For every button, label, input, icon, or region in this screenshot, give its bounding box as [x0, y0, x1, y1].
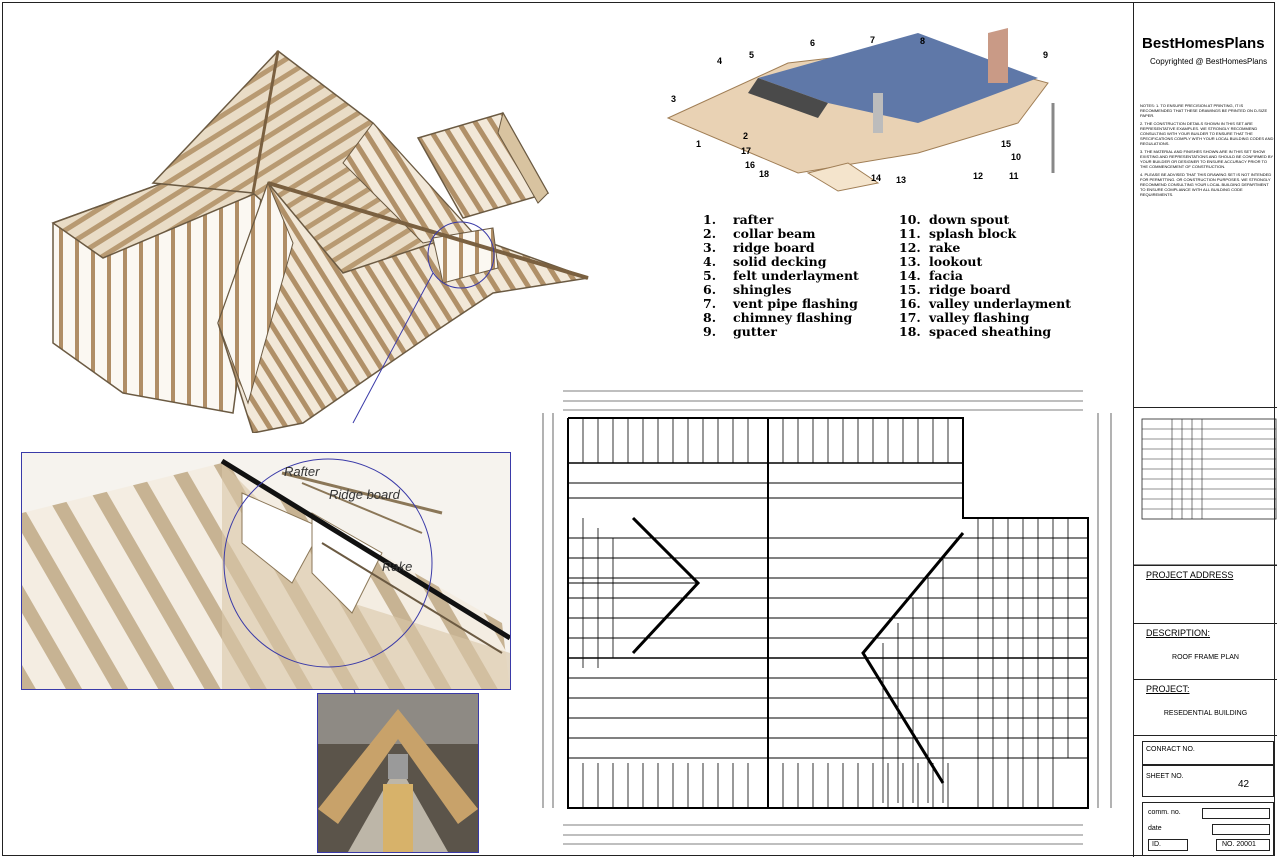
roof-3d-model: [51, 49, 589, 433]
legend-item: 17.valley flashing: [899, 310, 1030, 325]
id-label-box: [1148, 839, 1188, 851]
drawing-area: Rafter Ridge board Rake 1: [3, 3, 1133, 857]
comm-field: [1202, 808, 1270, 819]
cutaway-num-17: 17: [741, 146, 752, 156]
cutaway-num-5: 5: [749, 50, 755, 60]
cutaway-num-18: 18: [759, 169, 770, 179]
legend-item: 9.gutter: [703, 324, 777, 339]
roof-cutaway-illustration: [666, 28, 1055, 192]
legend-item: 14.facia: [899, 268, 963, 283]
id-label: ID.: [1152, 841, 1161, 848]
note-item: 2. THE CONSTRUCTION DETAILS SHOWN IN THI…: [1140, 121, 1274, 146]
cutaway-num-11: 11: [1009, 171, 1019, 181]
project-label: PROJECT:: [1146, 684, 1190, 694]
sheet-box: [1142, 765, 1274, 797]
date-label: date: [1148, 825, 1162, 832]
site-photo: [317, 693, 479, 853]
description-value: ROOF FRAME PLAN: [1172, 654, 1239, 661]
legend-item: 18.spaced sheathing: [899, 324, 1052, 339]
cutaway-num-10: 10: [1011, 152, 1022, 162]
contract-box: [1142, 741, 1274, 765]
callout-ridge-board: Ridge board: [329, 487, 400, 502]
cutaway-num-13: 13: [896, 175, 907, 185]
cutaway-num-12: 12: [973, 171, 984, 181]
callout-rafter: Rafter: [284, 464, 320, 479]
project-address-section: PROJECT ADDRESS: [1134, 565, 1277, 623]
cutaway-num-4: 4: [717, 56, 723, 66]
legend-item: 6.shingles: [703, 282, 792, 297]
project-value: RESEDENTIAL BUILDING: [1163, 710, 1248, 717]
general-notes: NOTES: 1. TO ENSURE PRECISION AT PRINTIN…: [1140, 103, 1274, 200]
revision-table: [1134, 407, 1277, 566]
ridge-detail-illustration: [22, 458, 510, 689]
sheet-info-section: CONRACT NO. SHEET NO. 42 comm. no. date …: [1134, 735, 1277, 857]
legend-item: 16.valley underlayment: [899, 296, 1072, 311]
legend-item: 7.vent pipe flashing: [703, 296, 858, 311]
cutaway-num-6: 6: [810, 38, 816, 48]
sheet-label: SHEET NO.: [1146, 773, 1184, 780]
contract-label: CONRACT NO.: [1146, 746, 1195, 753]
date-field: [1212, 824, 1270, 835]
brand-copyright: Copyrighted @ BestHomesPlans: [1150, 57, 1268, 66]
legend-item: 15.ridge board: [899, 282, 1011, 297]
note-item: 3. THE MATERIAL AND FINISHES SHOWN ARE I…: [1140, 149, 1274, 169]
legend-item: 13.lookout: [899, 254, 983, 269]
meta-box: [1142, 802, 1274, 856]
id-value: NO. 20001: [1222, 841, 1256, 848]
note-item: NOTES: 1. TO ENSURE PRECISION AT PRINTIN…: [1140, 103, 1268, 118]
description-section: DESCRIPTION: ROOF FRAME PLAN: [1134, 623, 1277, 679]
legend-item: 4.solid decking: [703, 254, 827, 269]
cutaway-num-14: 14: [871, 173, 882, 183]
legend-item: 8.chimney flashing: [703, 310, 853, 325]
legend-item: 12.rake: [899, 240, 961, 255]
cutaway-num-7: 7: [870, 35, 876, 45]
legend-item: 3.ridge board: [703, 240, 815, 255]
project-address-label: PROJECT ADDRESS: [1146, 570, 1234, 580]
legend-item: 1.rafter: [703, 212, 774, 227]
note-item: 4. PLEASE BE ADVISED THAT THIS DRAWING S…: [1140, 172, 1272, 197]
description-label: DESCRIPTION:: [1146, 628, 1211, 638]
cutaway-num-8: 8: [920, 36, 926, 46]
legend-item: 11.splash block: [899, 226, 1017, 241]
roof-frame-plan: [542, 390, 1112, 845]
legend-item: 10.down spout: [899, 212, 1010, 227]
cutaway-num-16: 16: [745, 160, 756, 170]
cutaway-num-3: 3: [671, 94, 677, 104]
comm-label: comm. no.: [1148, 809, 1181, 816]
project-section: PROJECT: RESEDENTIAL BUILDING: [1134, 679, 1277, 735]
cutaway-num-15: 15: [1001, 139, 1012, 149]
detail-frame: Rafter Ridge board Rake: [21, 452, 511, 690]
callout-rake: Rake: [382, 559, 413, 574]
cutaway-num-2: 2: [743, 131, 749, 141]
title-block-sidebar: BestHomesPlans Copyrighted @ BestHomesPl…: [1133, 3, 1277, 857]
cutaway-num-1: 1: [696, 139, 702, 149]
sheet-number: 42: [1238, 779, 1250, 790]
cutaway-num-9: 9: [1043, 50, 1049, 60]
brand-name: BestHomesPlans: [1142, 35, 1265, 52]
id-value-box: [1216, 839, 1270, 851]
legend-item: 2.collar beam: [703, 226, 816, 241]
legend-item: 5.felt underlayment: [703, 268, 859, 283]
